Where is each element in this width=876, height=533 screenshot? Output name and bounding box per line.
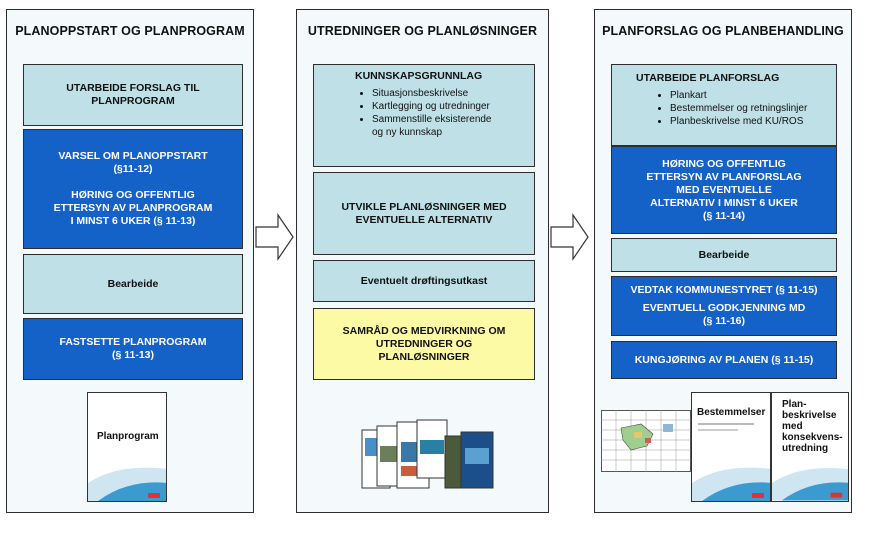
box-kunnskapsgrunnlag: KUNNSKAPSGRUNNLAG Situasjonsbeskrivelse … (313, 64, 535, 167)
box-line: (§11-12) (113, 163, 153, 175)
box-line: I MINST 6 UKER (§ 11-13) (70, 215, 196, 227)
box-line: UTARBEIDE FORSLAG TIL (66, 82, 200, 94)
wave-decoration (772, 467, 848, 501)
box-label: Bearbeide (698, 248, 750, 261)
box-fastsette-planprogram: FASTSETTE PLANPROGRAM (§ 11-13) (23, 318, 243, 380)
column-title: PLANFORSLAG OG PLANBEHANDLING (602, 24, 844, 38)
brochure-photos-icon (361, 419, 494, 489)
box-line: EVENTUELL GODKJENNING MD (642, 302, 806, 314)
box-line: VEDTAK KOMMUNESTYRET (§ 11-15) (630, 284, 818, 296)
box-droftingsutkast: Eventuelt drøftingsutkast (313, 260, 535, 302)
box-kungjoring: KUNGJØRING AV PLANEN (§ 11-15) (611, 341, 837, 379)
box-line: FASTSETTE PLANPROGRAM (59, 336, 207, 348)
box-line: MED EVENTUELLE (676, 183, 772, 196)
box-label: KUNGJØRING AV PLANEN (§ 11-15) (634, 353, 814, 366)
document-icon: Plan- beskrivelse med konsekvens- utredn… (771, 392, 849, 502)
label-line: utredning (782, 443, 829, 454)
list-item: Kartlegging og utredninger (372, 100, 492, 113)
list-item: Sammenstille eksisterende (372, 113, 492, 126)
box-bearbeide: Bearbeide (611, 238, 837, 272)
box-line: SAMRÅD OG MEDVIRKNING OM (342, 324, 506, 337)
box-line: HØRING OG OFFENTLIG (662, 157, 786, 170)
label-line: konsekvens- (782, 432, 843, 443)
box-line: HØRING OG OFFENTLIG (71, 189, 195, 201)
list-item: Situasjonsbeskrivelse (372, 87, 492, 100)
label-line: med (782, 421, 803, 432)
document-icon: Bestemmelser (691, 392, 771, 502)
box-heading: UTARBEIDE PLANFORSLAG (636, 72, 780, 84)
box-heading: KUNNSKAPSGRUNNLAG (355, 70, 483, 82)
wave-decoration (88, 467, 166, 501)
box-line: ETTERSYN AV PLANPROGRAM (53, 202, 213, 214)
box-bearbeide: Bearbeide (23, 254, 243, 314)
box-label: Eventuelt drøftingsutkast (360, 274, 488, 287)
list-item: Planbeskrivelse med KU/ROS (670, 115, 807, 128)
box-utarbeide-planforslag: UTARBEIDE PLANFORSLAG Plankart Bestemmel… (611, 64, 837, 146)
box-horing-planforslag: HØRING OG OFFENTLIG ETTERSYN AV PLANFORS… (611, 146, 837, 234)
box-vedtak-godkjenning: VEDTAK KOMMUNESTYRET (§ 11-15) EVENTUELL… (611, 276, 837, 336)
list-item: Plankart (670, 89, 807, 102)
column-planforslag: PLANFORSLAG OG PLANBEHANDLING UTARBEIDE … (594, 9, 852, 513)
list-item: og ny kunnskap (372, 127, 443, 138)
column-utredninger: UTREDNINGER OG PLANLØSNINGER KUNNSKAPSGR… (296, 9, 549, 513)
box-line: PLANPROGRAM (91, 95, 175, 107)
box-line: (§ 11-16) (702, 315, 746, 327)
document-label: Planprogram (97, 431, 159, 442)
column-planoppstart: PLANOPPSTART OG PLANPROGRAM UTARBEIDE FO… (6, 9, 254, 513)
box-line: UTREDNINGER OG (375, 337, 473, 350)
arrow-right-icon (550, 213, 589, 261)
label-line: beskrivelse (782, 410, 837, 421)
box-utarbeide-planprogram: UTARBEIDE FORSLAG TIL PLANPROGRAM (23, 64, 243, 126)
box-line: (§ 11-14) (702, 209, 746, 222)
map-icon (601, 410, 691, 472)
list-item: Bestemmelser og retningslinjer (670, 102, 807, 115)
box-samrad-medvirkning: SAMRÅD OG MEDVIRKNING OM UTREDNINGER OG … (313, 308, 535, 380)
box-line: (§ 11-13) (111, 349, 154, 361)
document-label: Bestemmelser (697, 407, 766, 418)
column-title: PLANOPPSTART OG PLANPROGRAM (15, 24, 245, 38)
box-line: VARSEL OM PLANOPPSTART (58, 150, 208, 162)
label-line: Plan- (782, 399, 807, 410)
box-line: PLANLØSNINGER (378, 350, 470, 363)
box-utvikle-planlosninger: UTVIKLE PLANLØSNINGER MED EVENTUELLE ALT… (313, 172, 535, 255)
column-title: UTREDNINGER OG PLANLØSNINGER (307, 24, 538, 38)
box-line: UTVIKLE PLANLØSNINGER MED (341, 200, 507, 213)
document-icon: Planprogram (87, 392, 167, 502)
wave-decoration (692, 467, 770, 501)
document-label: Plan- beskrivelse med konsekvens- utredn… (782, 399, 843, 454)
box-line: EVENTUELLE ALTERNATIV (355, 213, 493, 226)
box-line: ETTERSYN AV PLANFORSLAG (646, 170, 802, 183)
arrow-right-icon (255, 213, 294, 261)
box-varsel-horing: VARSEL OM PLANOPPSTART (§11-12) HØRING O… (23, 129, 243, 249)
box-label: Bearbeide (107, 277, 159, 290)
box-line: ALTERNATIV I MINST 6 UKER (650, 196, 798, 209)
